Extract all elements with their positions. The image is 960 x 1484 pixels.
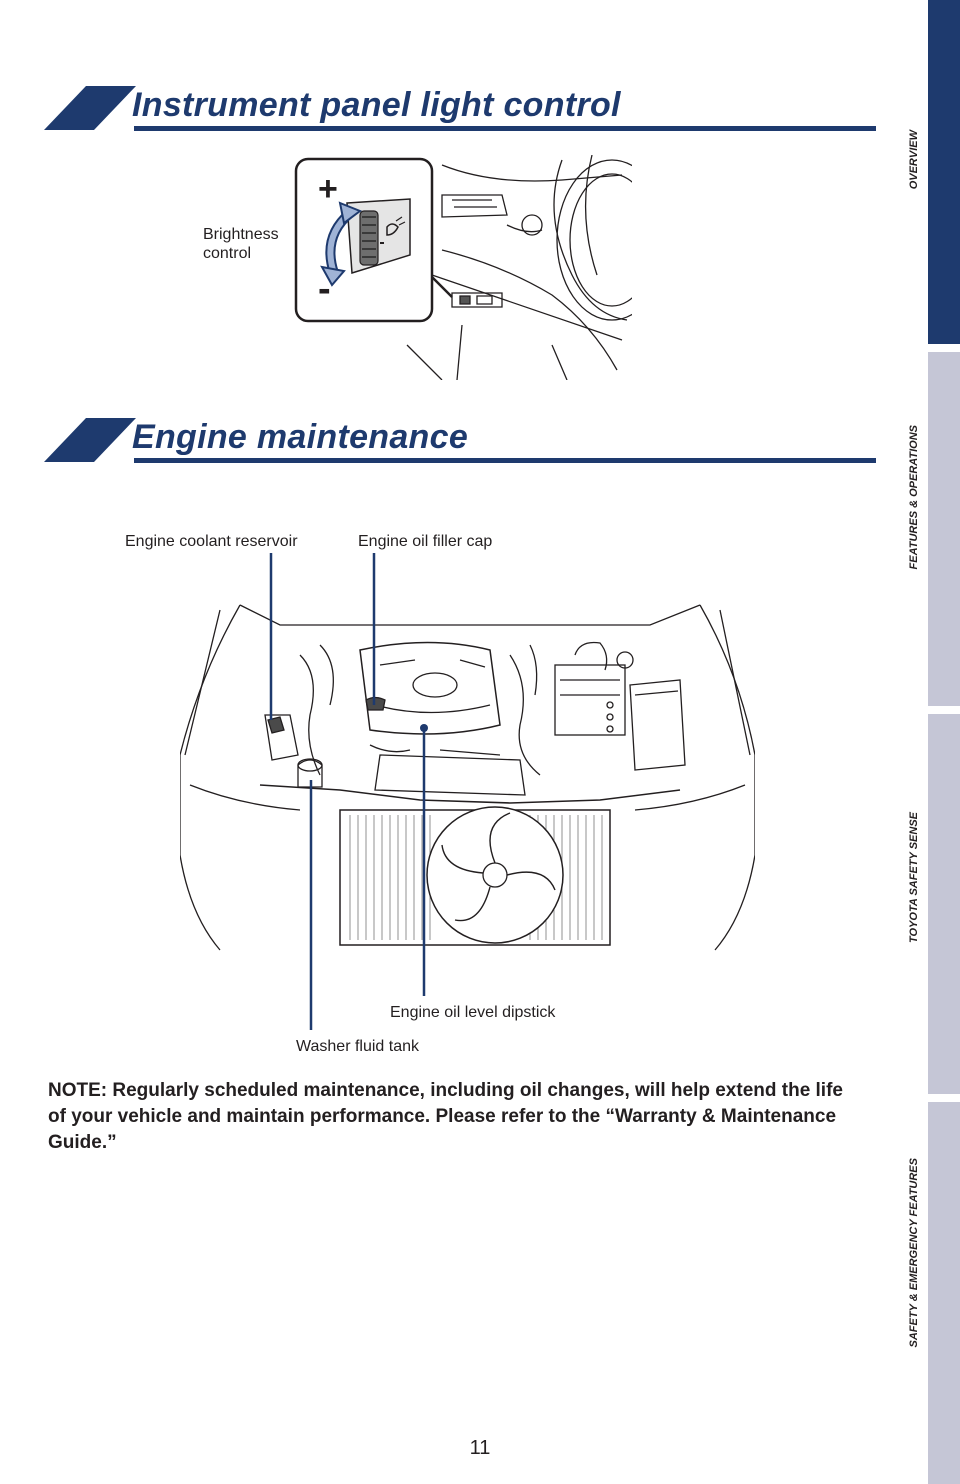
instrument-panel-illustration [294,155,632,380]
brightness-control-label-line2: control [203,245,252,262]
coolant-reservoir-label: Engine coolant reservoir [125,533,298,550]
brightness-control-label-line1: Brightness [203,226,279,243]
plus-symbol: + [318,170,338,208]
side-tab-toyota-safety-sense[interactable] [928,714,960,1094]
engine-bay-illustration [180,604,755,951]
side-tab-safety-emergency[interactable] [928,1102,960,1484]
page-number: 11 [469,1437,491,1459]
header-rule [134,126,876,131]
header-rule [134,458,876,463]
instrument-section-header: Instrument panel light control [44,86,876,136]
side-tab-features-operations[interactable] [928,352,960,706]
oil-dipstick-label: Engine oil level dipstick [390,1004,556,1021]
washer-fluid-tank-label: Washer fluid tank [296,1038,420,1055]
side-tab-overview[interactable] [928,0,960,344]
instrument-section-title: Instrument panel light control [132,86,621,124]
engine-section-title: Engine maintenance [132,418,469,456]
minus-symbol: - [318,268,331,310]
engine-section-header: Engine maintenance [44,418,876,468]
side-navigation [928,0,960,1484]
maintenance-note: NOTE: Regularly scheduled maintenance, i… [48,1080,843,1153]
oil-filler-cap-label: Engine oil filler cap [358,533,493,550]
